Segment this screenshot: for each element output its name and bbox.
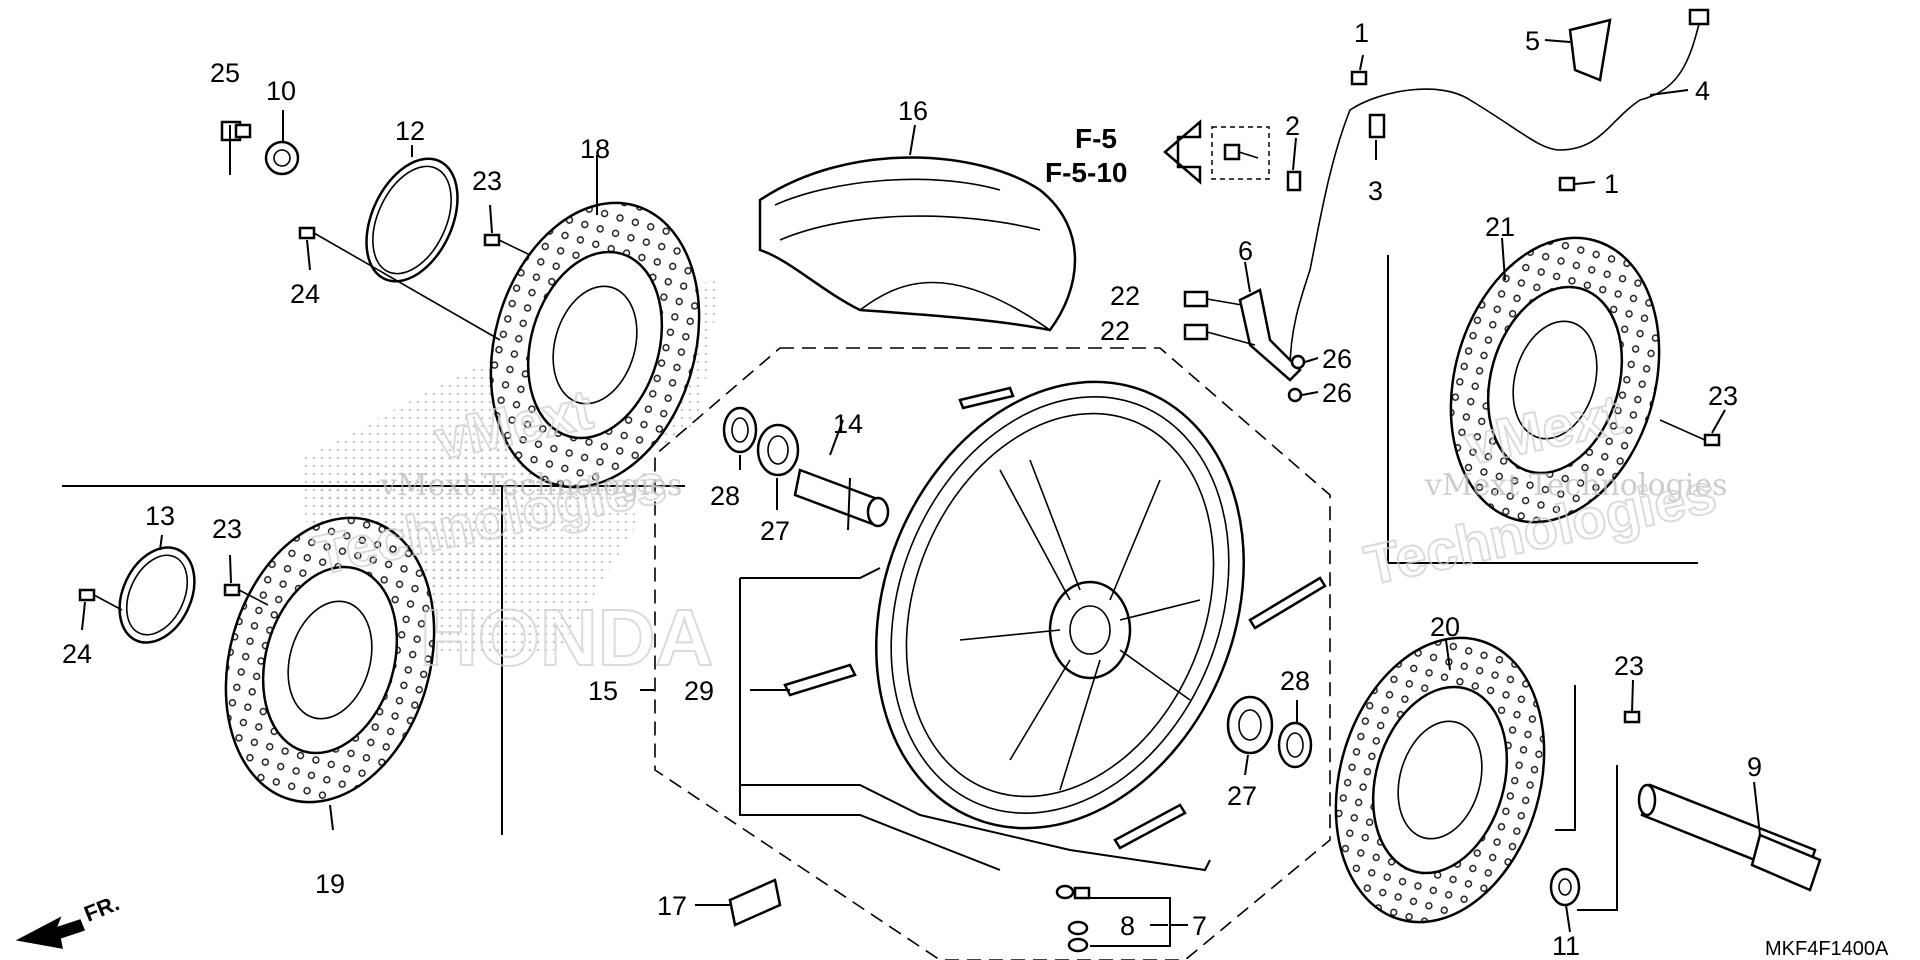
seal-left (722, 406, 758, 454)
callout-9: 9 (1747, 752, 1762, 782)
clamp-3 (1368, 113, 1386, 139)
callout-16: 16 (898, 96, 928, 126)
callout-23: 23 (1708, 381, 1738, 411)
valve-parts (1055, 884, 1091, 953)
sensor-bracket-6 (1238, 288, 1302, 382)
sensor-clip-5 (1568, 18, 1612, 82)
bolt-22-b (1183, 323, 1256, 346)
callout-27: 27 (1227, 781, 1257, 811)
axle (1637, 783, 1822, 892)
bolt-24-upper (298, 226, 501, 341)
callout-18: 18 (580, 134, 610, 164)
bolt-22-a (1183, 290, 1243, 308)
front-arrow-icon (15, 916, 85, 949)
pulser-ring-lower (118, 546, 196, 644)
spacer-tube (793, 468, 890, 528)
callout-15: 15 (588, 676, 618, 706)
callout-3: 3 (1368, 176, 1383, 206)
callout-28: 28 (710, 481, 740, 511)
brake-disc-right-upper (1449, 236, 1661, 524)
bolt-24-lower (78, 588, 123, 611)
callout-14: 14 (833, 409, 863, 439)
brake-disc-upper (489, 201, 701, 489)
balance-weights (783, 386, 1327, 850)
bolt-23-right-lower (1623, 710, 1641, 724)
callout-26: 26 (1322, 378, 1352, 408)
watermark-text: vMext Technologies (1424, 468, 1727, 503)
reference-label: F-5 (1075, 123, 1117, 154)
callout-5: 5 (1525, 26, 1540, 56)
front-indicator-label: FR. (81, 890, 123, 926)
brake-disc-lower (224, 516, 436, 804)
bearing-left (756, 423, 800, 477)
callout-19: 19 (315, 869, 345, 899)
bearing-10 (264, 140, 300, 176)
clamp-1-right (1558, 176, 1576, 192)
callout-12: 12 (395, 116, 425, 146)
nut-26-b (1287, 387, 1303, 403)
bolt-23-right-upper (1659, 419, 1721, 447)
callout-23: 23 (212, 514, 242, 544)
callout-13: 13 (145, 501, 175, 531)
callout-22: 22 (1110, 281, 1140, 311)
callout-24: 24 (290, 279, 320, 309)
section-reference: F-5 F-5-10 (1045, 123, 1127, 188)
tire (758, 156, 1077, 332)
callout-11: 11 (1552, 931, 1580, 960)
callout-25: 25 (210, 58, 240, 88)
callout-6: 6 (1238, 236, 1253, 266)
callout-28: 28 (1280, 666, 1310, 696)
nut-26-a (1290, 354, 1306, 370)
axle-bracket (1555, 685, 1618, 911)
bearing-right (1226, 695, 1274, 755)
callout-24: 24 (62, 639, 92, 669)
pulser-ring-upper (365, 157, 459, 283)
watermark-brand: HONDA (420, 593, 713, 682)
clamp-1-top (1350, 70, 1368, 86)
callout-7-8-bracket (1090, 897, 1188, 947)
callout-17: 17 (657, 891, 687, 921)
reference-bolt-box (1211, 126, 1270, 180)
callout-8: 8 (1120, 911, 1135, 941)
callout-27: 27 (760, 516, 790, 546)
callout-2: 2 (1285, 111, 1300, 141)
bolt-23-lower (223, 583, 269, 606)
callout-15-bracket (640, 567, 1211, 872)
callout-22: 22 (1100, 316, 1130, 346)
callout-21: 21 (1485, 212, 1515, 242)
callout-4: 4 (1695, 76, 1710, 106)
callout-labels: 1 1 2 3 4 5 6 7 8 9 10 11 12 13 14 15 16… (62, 18, 1762, 960)
axle-collar (1549, 867, 1581, 907)
label-plate (728, 878, 782, 927)
wheel-speed-sensor (1289, 8, 1710, 371)
callout-20: 20 (1430, 612, 1460, 642)
clamp-2 (1286, 170, 1302, 192)
callout-1: 1 (1604, 169, 1619, 199)
seal-right (1277, 721, 1313, 769)
wheel (875, 380, 1245, 830)
right-frame-lines (1387, 255, 1698, 564)
callout-29: 29 (684, 676, 714, 706)
bolt-25 (220, 120, 252, 142)
bolt-23-upper (483, 233, 531, 256)
callout-1: 1 (1354, 18, 1369, 48)
diagram-code: MKF4F1400A (1765, 938, 1889, 960)
callout-23: 23 (1614, 651, 1644, 681)
watermark-text: vMext Technologies (379, 468, 682, 503)
callout-23: 23 (472, 166, 502, 196)
reference-label: F-5-10 (1045, 157, 1127, 188)
callout-26: 26 (1322, 344, 1352, 374)
reference-arrow (1163, 119, 1202, 185)
leader-lines (81, 39, 1761, 933)
callout-7: 7 (1192, 911, 1207, 941)
brake-disc-right-lower (1334, 636, 1546, 924)
callout-10: 10 (266, 76, 296, 106)
